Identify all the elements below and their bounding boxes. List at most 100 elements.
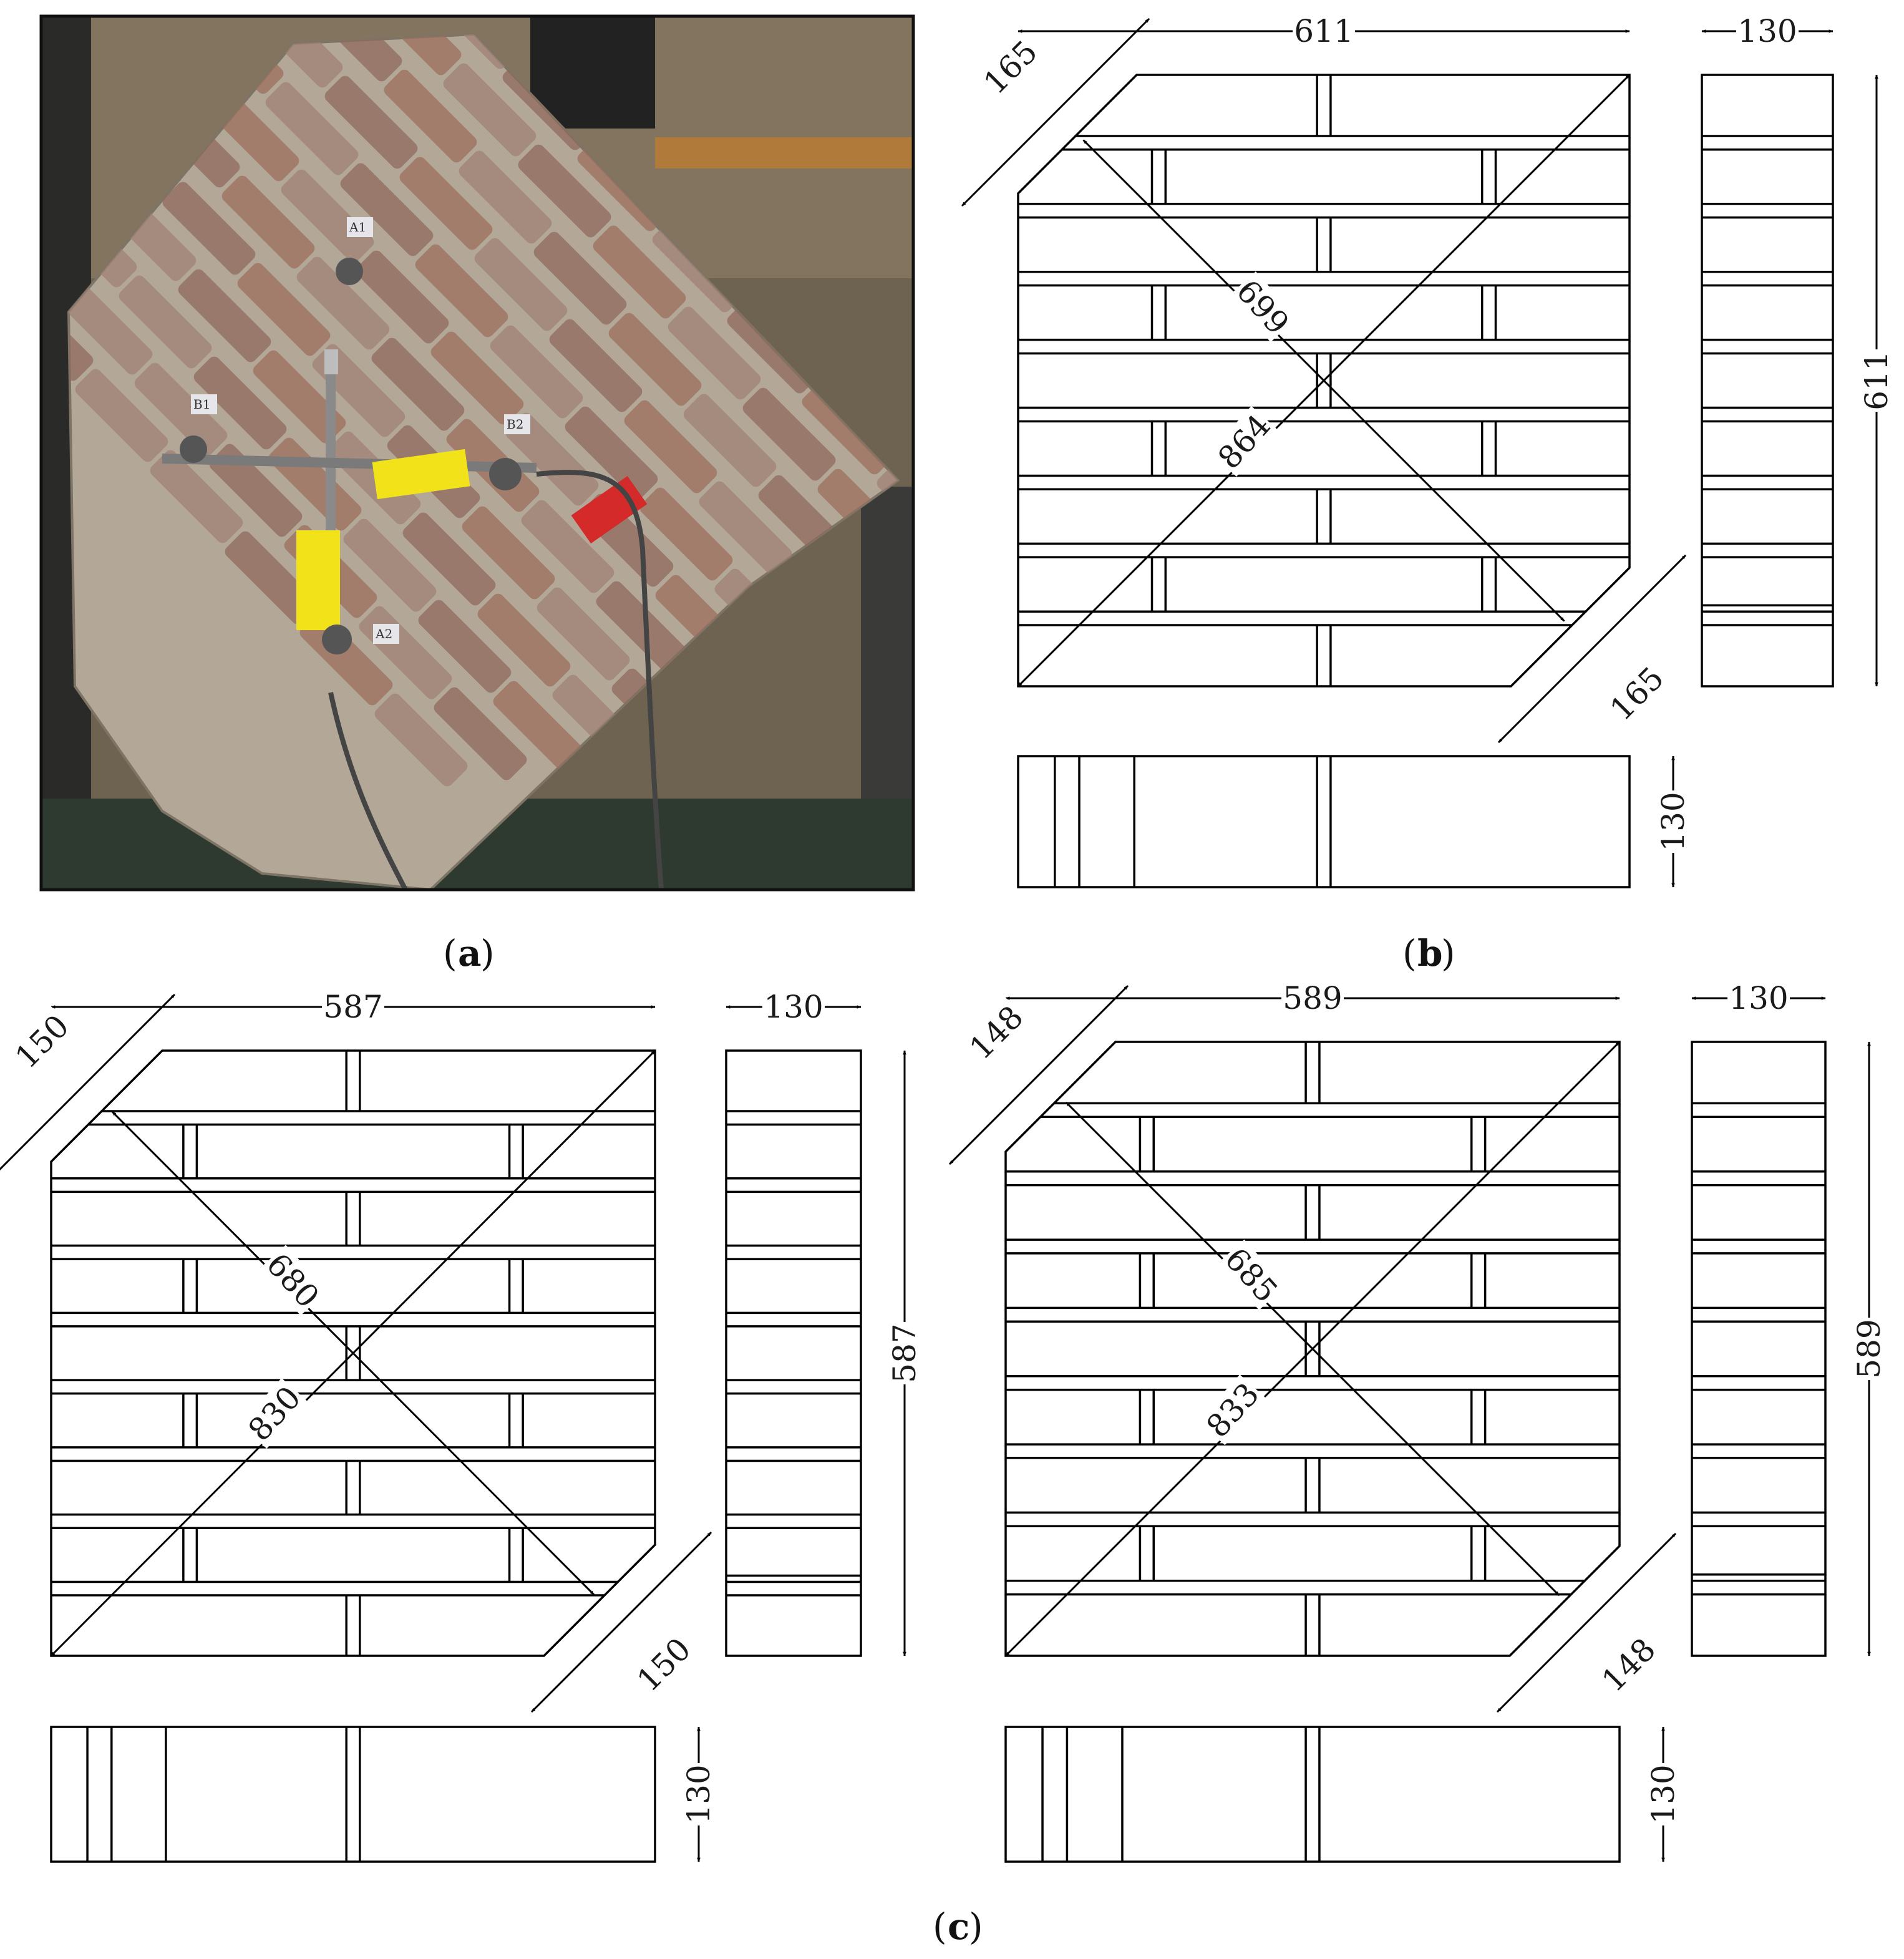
panel-c2-width-label-bg (1281, 980, 1344, 1016)
photo-brick (1006, 180, 1104, 278)
panel-c2-diagonal-long (1004, 1041, 1621, 1657)
panel-c1-thickness-bottom-label: 130 (681, 1764, 717, 1824)
photo-brick (1024, 623, 1122, 721)
photo-brick (906, 635, 1004, 733)
photo-brick (374, 693, 468, 787)
photo-brick (624, 400, 717, 493)
lvdt-instruments (162, 258, 664, 890)
photo-brick (178, 269, 271, 362)
panel-c2-thickness-bottom-label-bg (1644, 1763, 1681, 1825)
panel-c1-corner-top-label: 150 (8, 1008, 75, 1075)
photo-brick (683, 394, 777, 487)
photo-brick (1127, 523, 1225, 621)
photo-brick (596, 581, 689, 674)
test-photo: A1 B1 B2 A2 (0, 16, 1596, 890)
panel-b-corner-top-label: 165 (977, 34, 1044, 101)
photo-brick (0, 205, 21, 303)
sensor-label-b2: B2 (507, 417, 523, 432)
photo-brick (1009, 535, 1107, 633)
svg-text:(: ( (1402, 932, 1417, 975)
photo-brick (965, 629, 1063, 727)
photo-brick (1380, 585, 1478, 683)
panel-c2-diag-short-label-bg (1217, 1239, 1286, 1310)
photo-brick (209, 444, 303, 537)
photo-brick (119, 275, 212, 369)
photo-brick (462, 506, 555, 600)
panel-c2-corner-top-dim (948, 984, 1129, 1165)
press-top (530, 16, 655, 129)
panel-b-corner-bottom-label: 165 (1603, 660, 1671, 727)
photo-brick (1305, 504, 1403, 602)
photo-brick (225, 531, 318, 625)
photo-brick (193, 356, 287, 450)
photo-brick (296, 256, 390, 350)
svg-text:(: ( (933, 1905, 947, 1948)
panel-c1-corner-bottom-label-bg (628, 1629, 699, 1699)
photo-brick (1439, 579, 1537, 677)
photo-brick (1321, 591, 1419, 689)
photo-brick (1290, 417, 1387, 515)
panel-c2-diag-long-label-bg (1198, 1374, 1267, 1446)
photo-brick (918, 367, 1016, 465)
photo-brick (340, 163, 434, 256)
photo-brick (1364, 498, 1462, 596)
panel-b-width-label: 611 (1294, 13, 1353, 49)
photo-brick (565, 406, 658, 500)
panel-b-corner-top-dim (961, 17, 1150, 207)
sensor-label-a1: A1 (349, 220, 366, 235)
panel-b-height-label-bg (1858, 349, 1894, 412)
photo-brick (430, 331, 524, 425)
sensor-label-b1: B1 (193, 397, 210, 412)
photo-brick (593, 225, 686, 319)
photo-brick (75, 369, 168, 462)
panel-c1-width-label-bg (322, 988, 384, 1024)
svg-text:): ) (480, 932, 495, 975)
photo-brick (402, 512, 496, 606)
panel-b-thickness-top-label-bg (1736, 12, 1799, 49)
caption-c-letter: c (948, 1905, 969, 1948)
photo-brick (1498, 573, 1596, 671)
photo-brick (69, 288, 94, 381)
panel-c2-diag-long-label: 833 (1200, 1376, 1266, 1445)
photo-brick (1065, 173, 1163, 271)
photo-brick (1424, 492, 1522, 590)
photo-brick (668, 306, 761, 400)
yellow-tape-horizontal (372, 449, 470, 500)
panel-c1-thickness-bottom-label-bg (680, 1763, 716, 1825)
photo-brick (505, 412, 599, 506)
photo-brick (608, 313, 702, 406)
panel-b-diag-short-label-bg (1228, 271, 1298, 343)
panel-c2-corner-bottom-label: 148 (1595, 1631, 1663, 1699)
svg-text:): ) (1441, 932, 1455, 975)
panel-b-height-label: 611 (1858, 351, 1895, 410)
panel-c1-corner-bottom-label: 150 (630, 1631, 697, 1698)
panel-c1-diag-short-label: 680 (260, 1247, 326, 1315)
sensor-mount-a2 (322, 625, 352, 654)
panel-c2-bottom-view (1004, 1726, 1621, 1863)
photo-brick (1140, 255, 1238, 352)
photo-brick (1349, 411, 1447, 508)
photo-brick (931, 99, 1029, 197)
photo-brick (150, 450, 243, 543)
photo-brick (537, 587, 630, 681)
photo-brick (356, 250, 449, 344)
panel-c1-corner-bottom-dim (530, 1531, 712, 1713)
panel-c1-width-label: 587 (323, 989, 382, 1025)
photo-brick (978, 361, 1076, 459)
sensor-mount-b1 (180, 435, 207, 463)
sensor-cable-right (536, 470, 664, 890)
photo-brick (1021, 267, 1119, 365)
caption-a: ( a ) (443, 932, 495, 975)
photo-brick (993, 448, 1091, 546)
panel-c1-side-view (725, 1049, 862, 1657)
yellow-tape-vertical (296, 530, 340, 630)
photo-brick (1052, 442, 1150, 540)
panel-c2-thickness-bottom-label: 130 (1645, 1764, 1681, 1824)
photo-brick (1081, 261, 1178, 359)
photo-brick (1246, 510, 1344, 608)
photo-brick (237, 263, 331, 356)
photo-brick (1187, 517, 1285, 615)
photo-brick (962, 273, 1060, 371)
photo-brick (1096, 348, 1194, 446)
panel-b-diagonal-long (1017, 74, 1631, 688)
